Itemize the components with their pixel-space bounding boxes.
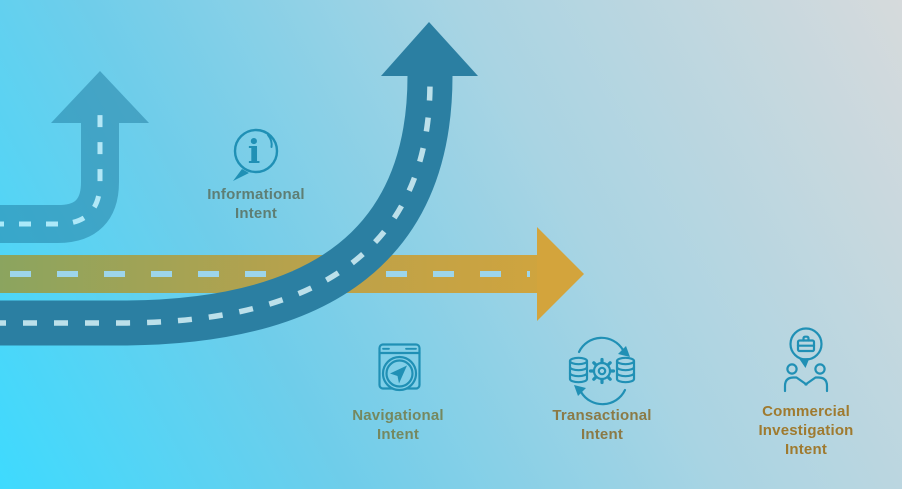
sync-arrow-bottom	[579, 388, 627, 406]
briefcase-bubble-tail	[799, 358, 810, 368]
info-speech-bubble-icon: i	[233, 128, 279, 181]
intent-label-commercial-investigation: Commercial Investigation Intent	[758, 403, 854, 458]
sync-arrow-top	[577, 336, 625, 354]
road-up-small	[0, 71, 149, 243]
intent-label-navigational: Navigational Intent	[352, 407, 444, 443]
road-horizontal-gold	[0, 227, 584, 321]
person-right-body-arm	[804, 376, 829, 393]
intent-label-informational: Informational Intent	[207, 186, 305, 222]
handshake-briefcase-icon	[783, 327, 829, 393]
databases-gear-sync-icon	[568, 336, 636, 406]
speech-bubble-tail	[233, 169, 249, 181]
road-up-main-lane-dashes	[0, 81, 433, 326]
gear-hole	[597, 366, 607, 376]
sync-arrow-top-head	[618, 346, 630, 357]
speech-bubble-circle	[233, 128, 279, 174]
road-horizontal-arrowhead	[537, 227, 584, 321]
road-up-main-arrowhead	[381, 22, 478, 76]
browser-navigation-icon	[378, 343, 421, 392]
person-left-head	[786, 363, 798, 375]
intent-label-transactional: Transactional Intent	[552, 407, 652, 443]
database-cylinder	[568, 356, 589, 384]
road-up-small-body	[0, 118, 119, 243]
road-up-main	[0, 22, 478, 346]
road-up-small-arrowhead	[51, 71, 149, 123]
navigation-cursor	[390, 365, 407, 384]
bubble-accent-mark	[267, 134, 273, 148]
compass-inner-circle	[385, 359, 414, 388]
gear-teeth	[588, 357, 616, 385]
sync-arrow-bottom-head	[574, 385, 586, 396]
briefcase-handle	[802, 335, 810, 342]
person-left-body-arm	[783, 376, 808, 393]
info-glyph: i	[248, 132, 261, 171]
person-right-head	[814, 363, 826, 375]
